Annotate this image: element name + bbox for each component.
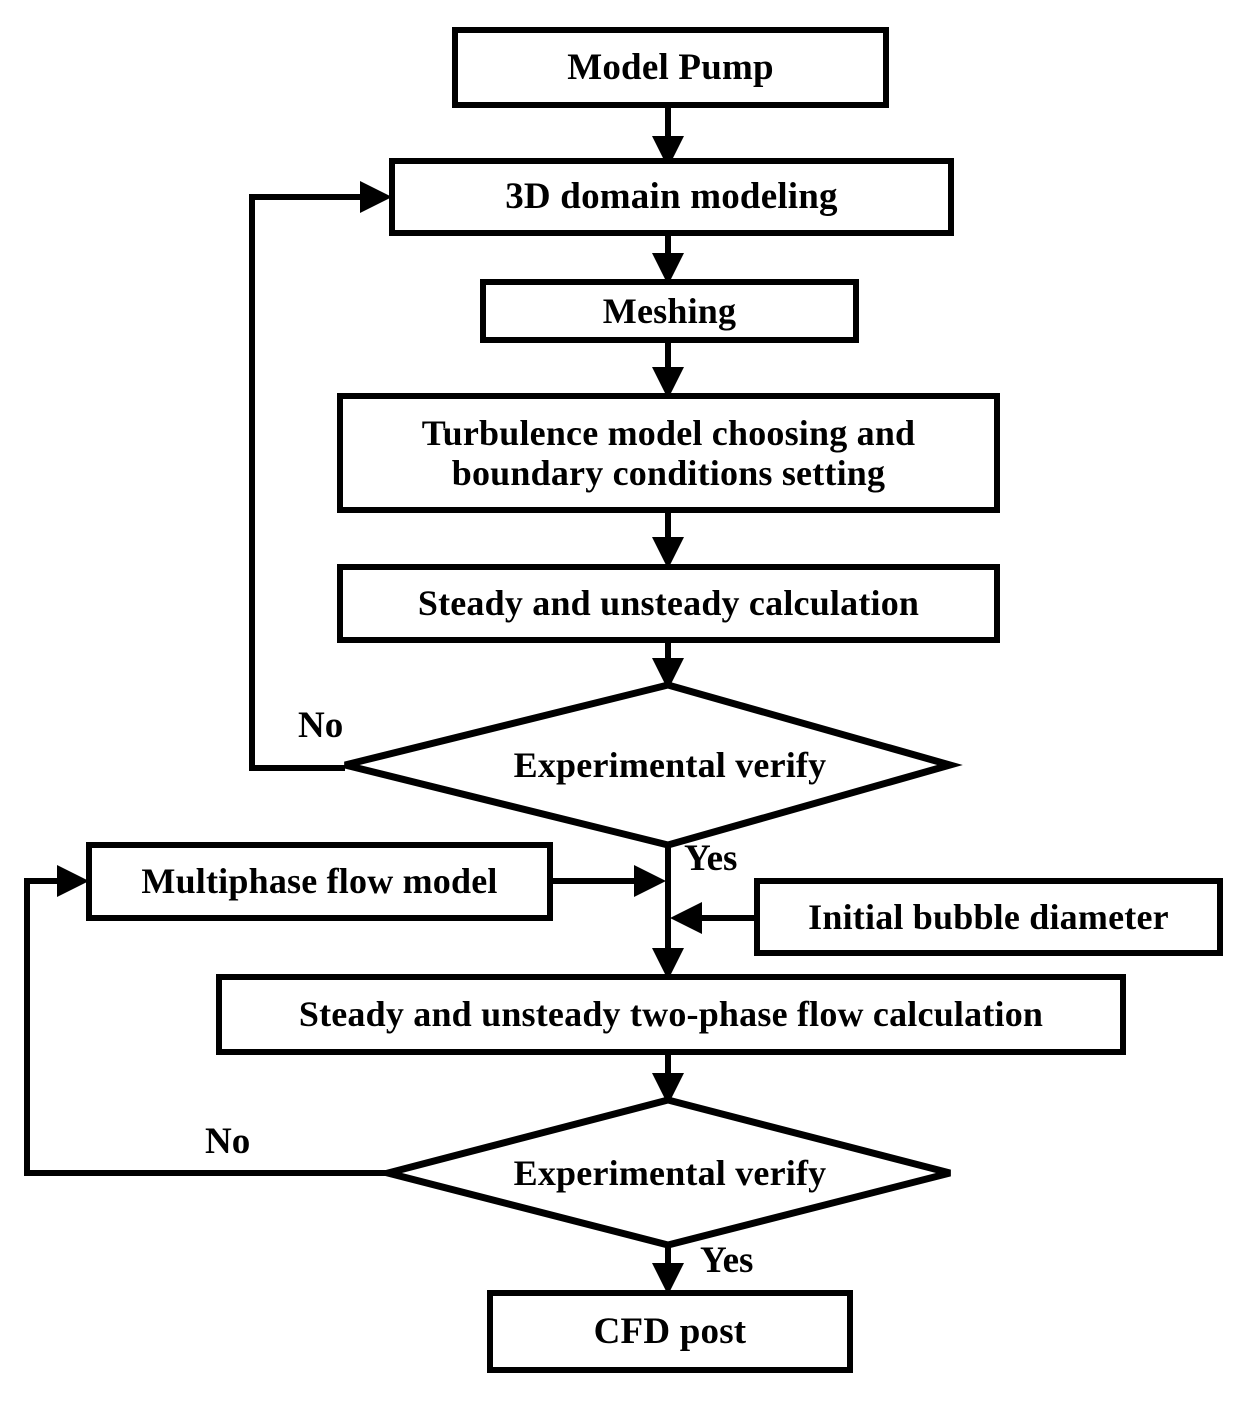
node-verify-2[interactable]: [374, 1096, 951, 1249]
node-multiphase[interactable]: [86, 842, 553, 921]
edge-two-phase-calc-to-verify-2: [652, 1052, 684, 1105]
node-verify-1[interactable]: [344, 681, 963, 849]
node-bubble-diameter[interactable]: [754, 878, 1223, 956]
edge-domain-modeling-to-meshing: [652, 233, 684, 285]
node-model-pump[interactable]: [452, 27, 889, 108]
edge-label-yes-1: Yes: [684, 838, 738, 879]
node-cfd-post[interactable]: [487, 1290, 853, 1373]
edge-verify-2-yes: [652, 1245, 684, 1295]
node-domain-modeling[interactable]: [389, 158, 954, 236]
edge-verify-2-no-loop: [24, 865, 388, 1176]
node-two-phase-calc[interactable]: [216, 974, 1126, 1055]
node-steady-calc[interactable]: [337, 564, 1000, 643]
node-turbulence[interactable]: [337, 393, 1000, 513]
edge-label-yes-2: Yes: [700, 1240, 754, 1281]
node-meshing[interactable]: [480, 279, 859, 343]
edge-steady-calc-to-verify-1: [652, 640, 684, 690]
edge-turbulence-to-steady-calc: [652, 510, 684, 569]
edge-verify-1-yes: [652, 845, 684, 980]
edge-model-pump-to-domain-modeling: [652, 105, 684, 168]
edge-multiphase-to-trunk: [550, 865, 666, 897]
edge-meshing-to-turbulence: [652, 340, 684, 399]
edge-label-no-2: No: [205, 1121, 251, 1162]
edge-label-no-1: No: [298, 705, 344, 746]
edge-bubble-diameter-to-trunk: [670, 902, 757, 934]
edge-verify-1-no-loop: [249, 181, 392, 771]
